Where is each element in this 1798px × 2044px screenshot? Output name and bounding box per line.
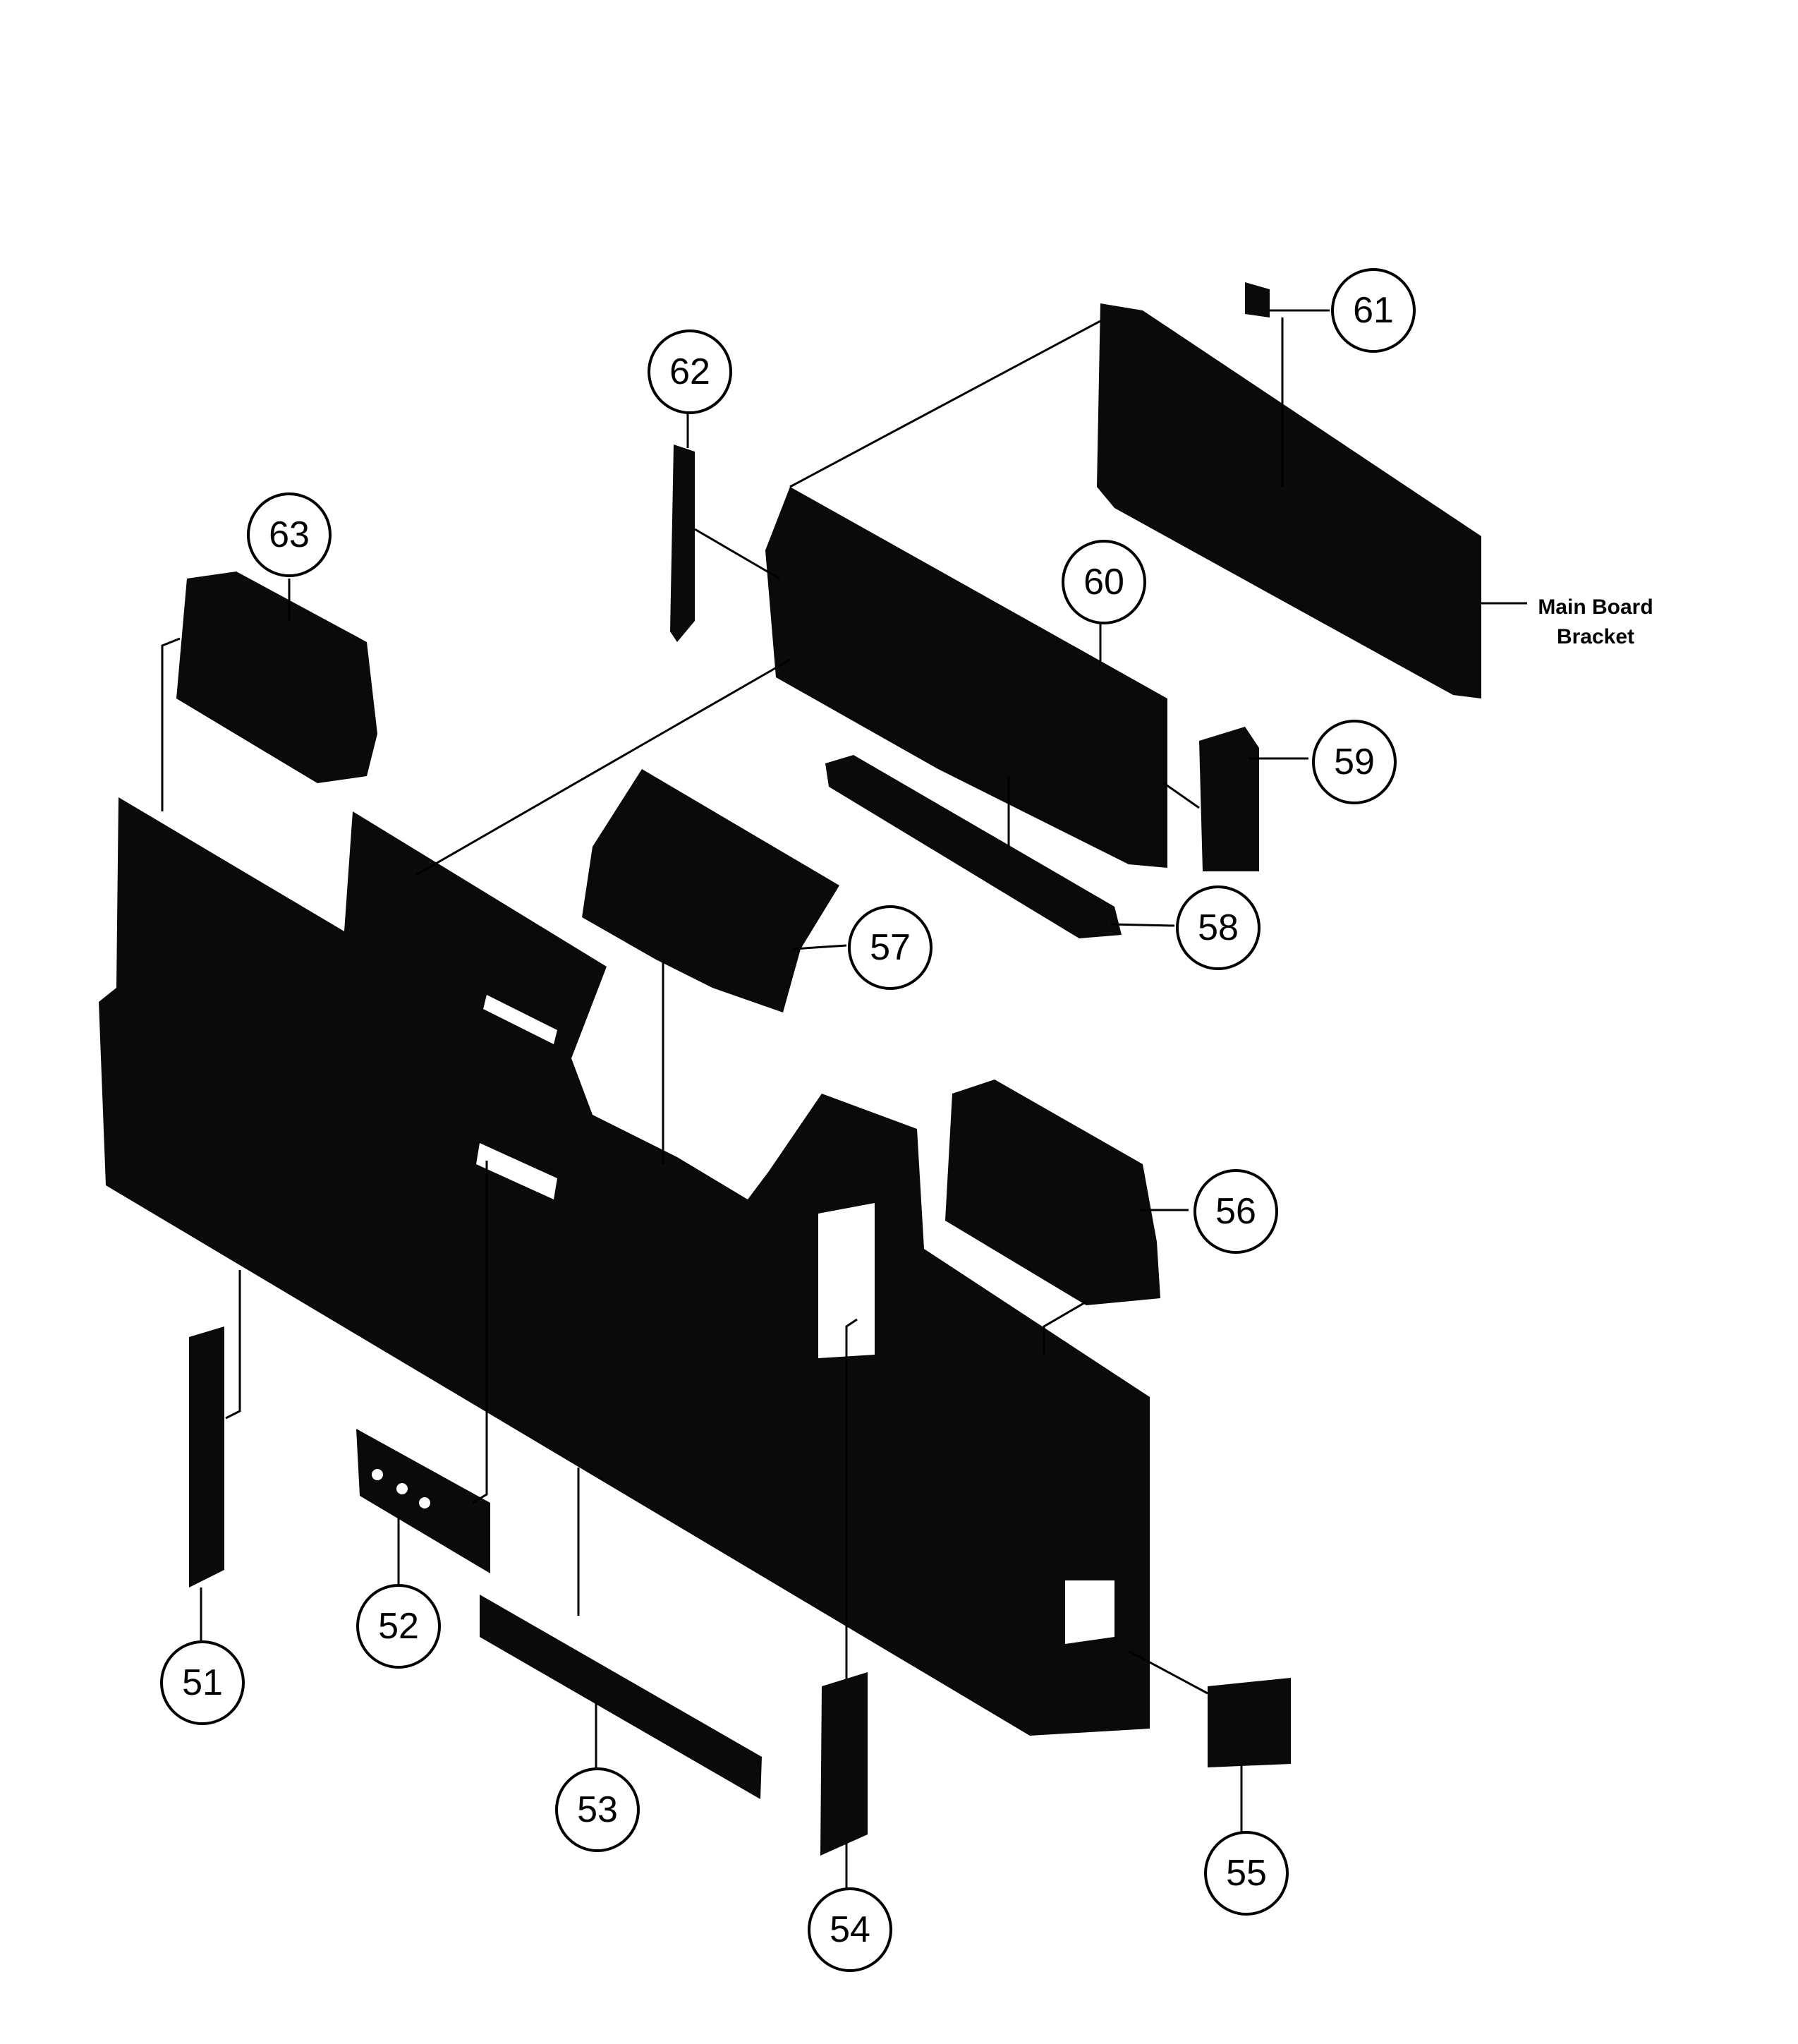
leader-62-side	[694, 528, 780, 580]
callout-59-label: 59	[1334, 742, 1375, 782]
callout-54-label: 54	[830, 1909, 870, 1950]
callout-57-label: 57	[870, 927, 911, 968]
callout-60-label: 60	[1083, 562, 1124, 603]
part-52-hole-3	[419, 1497, 430, 1508]
part-63	[176, 572, 377, 783]
callout-55-label: 55	[1226, 1853, 1267, 1894]
callout-63: 63	[247, 492, 332, 577]
part-61-small-chip	[1245, 282, 1270, 318]
part-60	[765, 487, 1167, 868]
part-58	[825, 755, 1122, 938]
part-61	[1097, 303, 1481, 699]
callout-58-label: 58	[1198, 907, 1239, 948]
callout-51-label: 51	[182, 1662, 223, 1703]
callout-56-label: 56	[1215, 1191, 1256, 1232]
callout-63-label: 63	[269, 514, 310, 555]
leader-60-61-link-top	[789, 320, 1101, 488]
leader-55-upper	[1128, 1650, 1208, 1695]
callout-59: 59	[1312, 720, 1397, 804]
panel-slot-cutout-mid	[476, 1143, 557, 1199]
callout-60: 60	[1062, 540, 1146, 624]
note-main-board-line1: Main Board	[1538, 595, 1653, 619]
callout-53-label: 53	[577, 1789, 618, 1830]
callout-55: 55	[1204, 1831, 1289, 1916]
callout-61-label: 61	[1353, 290, 1394, 331]
part-52-hole-2	[396, 1483, 408, 1494]
leader-63-down	[161, 637, 181, 811]
part-53	[480, 1595, 762, 1799]
panel-slot-cutout-top	[483, 995, 557, 1044]
callout-52-label: 52	[378, 1606, 419, 1647]
panel-window-cutout	[818, 1203, 875, 1358]
leader-52-upper	[472, 1161, 488, 1504]
part-51	[189, 1326, 224, 1588]
callout-58: 58	[1176, 885, 1261, 970]
panel-display-cutout	[1065, 1580, 1114, 1644]
part-54	[820, 1672, 868, 1856]
leader-54-upper	[845, 1318, 858, 1679]
callout-61: 61	[1331, 268, 1416, 353]
callout-54: 54	[808, 1887, 892, 1972]
leader-58	[1110, 923, 1175, 927]
part-55	[1208, 1678, 1291, 1767]
leader-57	[793, 944, 847, 950]
part-52-hole-1	[372, 1469, 383, 1480]
part-59	[1199, 727, 1259, 871]
callout-52: 52	[356, 1584, 441, 1669]
control-panel-body	[99, 797, 1150, 1736]
callout-57: 57	[848, 905, 933, 990]
callout-56: 56	[1193, 1169, 1278, 1254]
leader-56-lower	[1043, 1300, 1087, 1355]
leader-60-panel-link	[415, 658, 791, 876]
callout-62: 62	[648, 329, 732, 414]
leader-59-side	[1163, 782, 1200, 809]
callout-51: 51	[160, 1640, 245, 1725]
leader-51-upper	[225, 1270, 241, 1420]
callout-62-label: 62	[669, 351, 710, 392]
note-main-board-line2: Bracket	[1557, 625, 1634, 648]
part-57	[582, 769, 839, 1012]
part-62	[670, 445, 695, 642]
callout-53: 53	[555, 1767, 640, 1852]
part-56	[945, 1080, 1160, 1305]
